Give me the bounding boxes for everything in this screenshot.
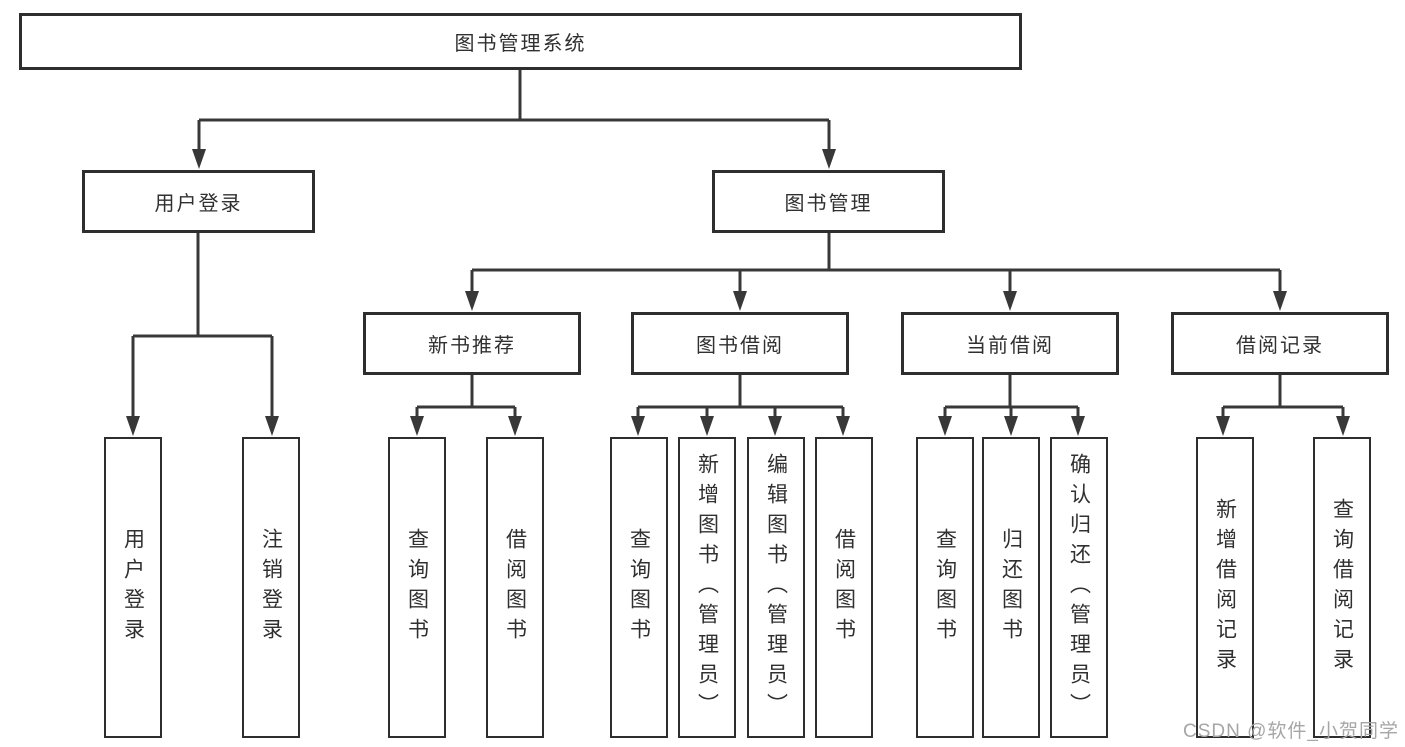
connector-user-login — [131, 233, 274, 420]
connector-root — [197, 70, 831, 152]
leaf-query-book: 查询图书 — [388, 437, 446, 738]
connector-book-borrow — [636, 375, 845, 421]
connector-borrow-record — [1221, 375, 1345, 421]
leaf-query-book: 查询图书 — [610, 437, 668, 738]
node-new-book-recommend: 新书推荐 — [363, 312, 581, 375]
arrowheads — [126, 149, 1350, 436]
node-book-management: 图书管理 — [712, 170, 945, 233]
leaf-add-borrow-record: 新增借阅记录 — [1196, 437, 1254, 738]
arrow-down-icon — [1273, 291, 1287, 311]
arrow-down-icon — [508, 416, 522, 436]
leaf-query-borrow-record: 查询借阅记录 — [1313, 437, 1371, 738]
connector-new-book — [415, 375, 517, 421]
arrow-down-icon — [1004, 416, 1018, 436]
arrow-down-icon — [768, 416, 782, 436]
node-current-borrow: 当前借阅 — [901, 312, 1119, 375]
leaf-borrow-book: 借阅图书 — [815, 437, 873, 738]
leaf-edit-book-admin: 编辑图书（管理员） — [747, 437, 805, 738]
arrow-down-icon — [938, 416, 952, 436]
arrow-down-icon — [465, 291, 479, 311]
arrow-down-icon — [265, 416, 279, 436]
arrow-down-icon — [822, 149, 836, 169]
arrow-down-icon — [733, 291, 747, 311]
leaf-user-login: 用户登录 — [104, 437, 162, 738]
node-book-borrow: 图书借阅 — [631, 312, 849, 375]
leaf-borrow-book: 借阅图书 — [486, 437, 544, 738]
arrow-down-icon — [410, 416, 424, 436]
arrow-down-icon — [1003, 291, 1017, 311]
leaf-return-book: 归还图书 — [982, 437, 1040, 738]
arrow-down-icon — [1071, 416, 1085, 436]
arrow-down-icon — [836, 416, 850, 436]
csdn-watermark: CSDN @软件_小贺同学 — [1183, 721, 1399, 742]
arrow-down-icon — [1336, 416, 1350, 436]
leaf-query-book: 查询图书 — [916, 437, 974, 738]
arrow-down-icon — [1216, 416, 1230, 436]
arrow-down-icon — [126, 416, 140, 436]
arrow-down-icon — [700, 416, 714, 436]
node-user-login: 用户登录 — [82, 170, 315, 233]
connector-current-borrow — [943, 375, 1080, 421]
connector-book-management — [470, 233, 1282, 295]
arrow-down-icon — [631, 416, 645, 436]
arrow-down-icon — [192, 149, 206, 169]
leaf-confirm-return-admin: 确认归还（管理员） — [1050, 437, 1108, 738]
leaf-logout: 注销登录 — [242, 437, 300, 738]
node-root-system: 图书管理系统 — [19, 13, 1022, 70]
node-borrow-record: 借阅记录 — [1171, 312, 1389, 375]
leaf-add-book-admin: 新增图书（管理员） — [678, 437, 736, 738]
